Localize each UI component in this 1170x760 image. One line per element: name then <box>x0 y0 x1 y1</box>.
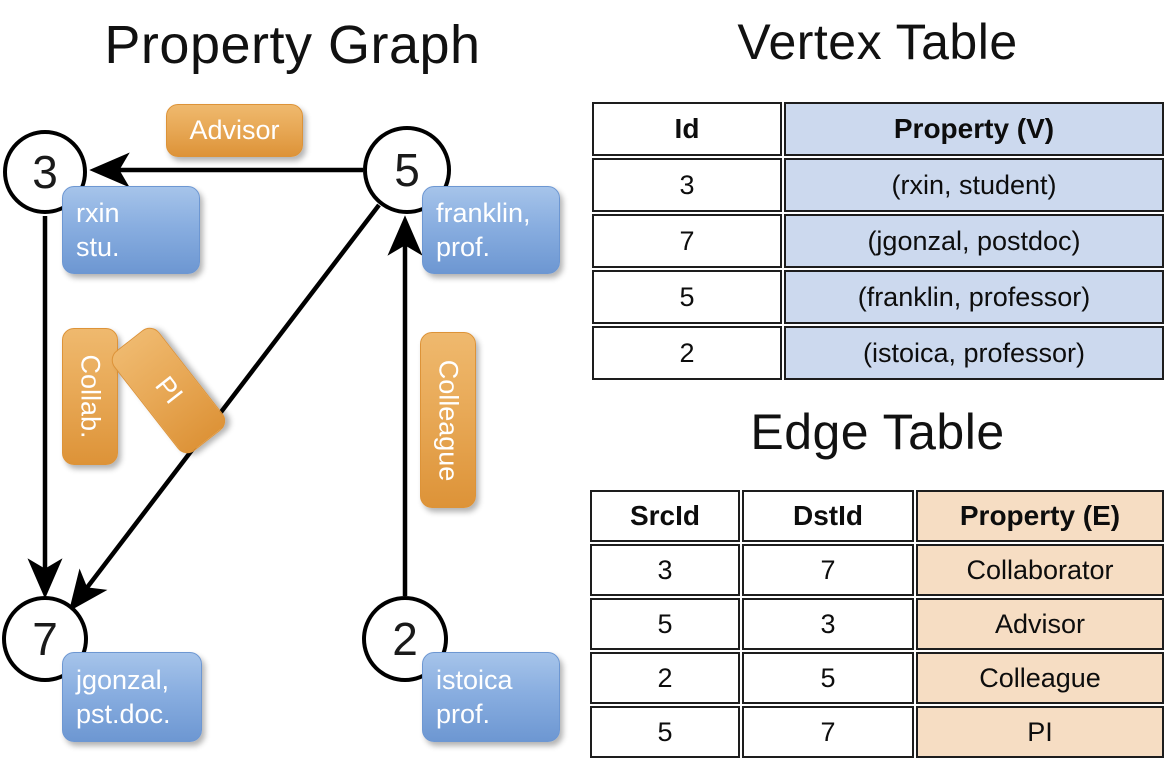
vertex-cell-property: (franklin, professor) <box>784 270 1164 324</box>
vertex-property-box-5[interactable]: franklin, prof. <box>422 186 560 274</box>
edge-label-box-collab[interactable]: Collab. <box>62 328 118 465</box>
vertex-cell-property: (istoica, professor) <box>784 326 1164 380</box>
vertex-table-header-id: Id <box>592 102 782 156</box>
edge-cell-srcid: 2 <box>590 652 740 704</box>
vertex-cell-id: 5 <box>592 270 782 324</box>
vertex-cell-id: 2 <box>592 326 782 380</box>
edge-table-header-srcid: SrcId <box>590 490 740 542</box>
table-row[interactable]: 5 (franklin, professor) <box>592 270 1164 324</box>
edge-label-box-colleague[interactable]: Colleague <box>420 332 476 508</box>
graph-node-2-id: 2 <box>392 613 418 665</box>
edge-cell-property: PI <box>916 706 1164 758</box>
vertex-property-box-3-line1: rxin <box>76 198 120 228</box>
edge-cell-property: Advisor <box>916 598 1164 650</box>
edge-cell-srcid: 5 <box>590 706 740 758</box>
vertex-cell-id: 7 <box>592 214 782 268</box>
edge-cell-property: Collaborator <box>916 544 1164 596</box>
edge-table: SrcId DstId Property (E) 3 7 Collaborato… <box>588 488 1166 760</box>
edge-label-collab-text: Collab. <box>75 354 106 439</box>
property-graph-diagram: 3 5 7 2 rxin stu. franklin, prof. jgonza… <box>2 104 560 742</box>
edge-label-pi-text: PI <box>149 370 189 410</box>
table-row[interactable]: 3 7 Collaborator <box>590 544 1164 596</box>
edge-table-header-dstid: DstId <box>742 490 914 542</box>
vertex-cell-id: 3 <box>592 158 782 212</box>
vertex-cell-property: (rxin, student) <box>784 158 1164 212</box>
edge-label-colleague-text: Colleague <box>433 359 464 481</box>
vertex-property-box-5-line2: prof. <box>436 232 491 262</box>
graph-node-2[interactable]: 2 <box>362 596 448 682</box>
edge-cell-srcid: 3 <box>590 544 740 596</box>
edge-table-header-row: SrcId DstId Property (E) <box>590 490 1164 542</box>
table-row[interactable]: 5 3 Advisor <box>590 598 1164 650</box>
edge-cell-srcid: 5 <box>590 598 740 650</box>
vertex-table-header-row: Id Property (V) <box>592 102 1164 156</box>
table-row[interactable]: 3 (rxin, student) <box>592 158 1164 212</box>
graph-node-3-id: 3 <box>32 146 58 198</box>
graph-node-7-id: 7 <box>32 613 58 665</box>
vertex-property-box-2-line1: istoica <box>436 665 513 695</box>
graph-edge-lines <box>27 152 423 612</box>
page-title-vertex-table: Vertex Table <box>737 14 1018 70</box>
edge-line-5-to-7 <box>68 203 381 612</box>
page-title-property-graph: Property Graph <box>104 15 481 75</box>
graph-node-5-id: 5 <box>394 144 420 196</box>
vertex-property-box-3[interactable]: rxin stu. <box>62 186 200 274</box>
edge-cell-property: Colleague <box>916 652 1164 704</box>
vertex-property-box-2[interactable]: istoica prof. <box>422 652 560 742</box>
vertex-table: Id Property (V) 3 (rxin, student) 7 (jgo… <box>590 100 1166 382</box>
vertex-cell-property: (jgonzal, postdoc) <box>784 214 1164 268</box>
table-row[interactable]: 7 (jgonzal, postdoc) <box>592 214 1164 268</box>
vertex-property-box-3-line2: stu. <box>76 232 120 262</box>
table-row[interactable]: 5 7 PI <box>590 706 1164 758</box>
graph-node-5[interactable]: 5 <box>363 126 451 214</box>
vertex-property-box-2-line2: prof. <box>436 699 491 729</box>
table-row[interactable]: 2 5 Colleague <box>590 652 1164 704</box>
vertex-property-box-7-line2: pst.doc. <box>76 699 171 729</box>
edge-cell-dstid: 7 <box>742 544 914 596</box>
edge-cell-dstid: 3 <box>742 598 914 650</box>
vertex-property-box-7[interactable]: jgonzal, pst.doc. <box>62 652 202 742</box>
edge-table-header-property: Property (E) <box>916 490 1164 542</box>
vertex-table-header-property: Property (V) <box>784 102 1164 156</box>
vertex-property-box-7-line1: jgonzal, <box>76 665 170 695</box>
vertex-property-box-5-line1: franklin, <box>436 198 531 228</box>
edge-cell-dstid: 5 <box>742 652 914 704</box>
edge-label-advisor-text: Advisor <box>189 115 280 145</box>
page-title-edge-table: Edge Table <box>750 404 1005 460</box>
edge-label-box-advisor[interactable]: Advisor <box>166 104 303 157</box>
edge-cell-dstid: 7 <box>742 706 914 758</box>
table-row[interactable]: 2 (istoica, professor) <box>592 326 1164 380</box>
